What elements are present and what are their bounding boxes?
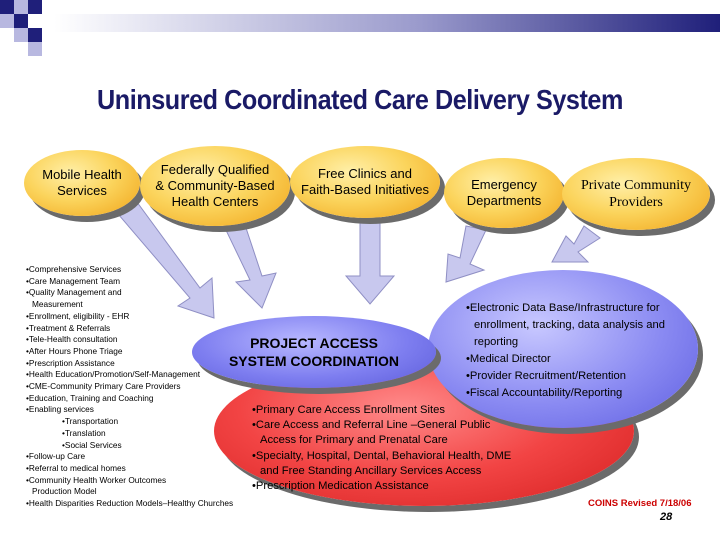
provider-label: Mobile Health [42, 166, 122, 182]
revision-note: COINS Revised 7/18/06 [588, 498, 692, 509]
arrow-emergency [445, 225, 487, 283]
deco-square [28, 0, 42, 14]
provider-emergency: Emergency Departments [444, 158, 564, 228]
access-list: •Primary Care Access Enrollment Sites •C… [252, 403, 572, 494]
list-item: •Specialty, Hospital, Dental, Behavioral… [252, 449, 512, 462]
list-item: reporting [474, 336, 519, 348]
infrastructure-oval [428, 270, 698, 428]
list-item: •Health Disparities Reduction Models–Hea… [26, 498, 234, 509]
deco-square [0, 14, 14, 28]
provider-label: Providers [609, 195, 663, 210]
list-item: •Referral to medical homes [26, 462, 126, 473]
list-item: •Enrollment, eligibility - EHR [26, 310, 130, 321]
page-title: Uninsured Coordinated Care Delivery Syst… [97, 84, 623, 115]
deco-square [14, 28, 28, 42]
provider-label: Faith-Based Initiatives [301, 182, 429, 197]
arrow-mobile-health [111, 197, 215, 319]
project-access-oval: PROJECT ACCESS SYSTEM COORDINATION [192, 316, 436, 388]
provider-free-clinics: Free Clinics and Faith-Based Initiatives [290, 146, 440, 218]
provider-label: Departments [466, 193, 542, 208]
arrow-free-clinics [344, 216, 396, 305]
list-item: •Prescription Assistance [26, 357, 115, 368]
provider-label: Emergency [471, 176, 537, 192]
list-item: •Medical Director [466, 353, 551, 365]
list-item: •Quality Management and [26, 287, 122, 298]
list-item: •Primary Care Access Enrollment Sites [252, 404, 445, 416]
deco-square [0, 0, 14, 14]
provider-label: Health Centers [171, 194, 259, 210]
list-item: •Enabling services [26, 404, 94, 415]
provider-mobile-health: Mobile Health Services [24, 150, 140, 216]
list-item: •Community Health Worker Outcomes [26, 474, 167, 485]
list-item: •After Hours Phone Triage [26, 345, 123, 356]
list-item: •Care Access and Referral Line –General … [252, 419, 491, 432]
list-item: Access for Primary and Prenatal Care [260, 434, 448, 447]
provider-private: Private Community Providers [562, 158, 710, 230]
arrow-private [551, 225, 601, 263]
provider-label: Services [57, 183, 107, 198]
list-item: •Tele-Health consultation [26, 334, 118, 345]
list-item: •Follow-up Care [26, 451, 86, 462]
list-item: •Fiscal Accountability/Reporting [466, 387, 623, 399]
provider-label: & Community-Based [155, 177, 275, 193]
list-item: •CME-Community Primary Care Providers [26, 381, 181, 392]
arrow-fqhc [223, 221, 277, 309]
list-item: •Social Services [62, 439, 122, 450]
list-item: •Translation [62, 427, 106, 438]
deco-square [14, 14, 28, 28]
list-item: •Health Education/Promotion/Self-Managem… [26, 369, 201, 380]
header-decoration [0, 0, 720, 56]
provider-fqhc: Federally Qualified & Community-Based He… [140, 146, 290, 226]
deco-square [14, 0, 28, 14]
services-list: •Comprehensive Services •Care Management… [26, 264, 236, 510]
list-item: enrollment, tracking, data analysis and [474, 319, 665, 331]
list-item: •Care Management Team [26, 275, 121, 286]
list-item: •Prescription Medication Assistance [252, 480, 429, 493]
list-item: and Free Standing Ancillary Services Acc… [260, 464, 482, 477]
list-item: Production Model [32, 486, 97, 497]
deco-square [28, 14, 42, 28]
deco-square [28, 42, 42, 56]
list-item: •Comprehensive Services [26, 264, 122, 274]
list-item: Measurement [32, 299, 83, 310]
center-label: PROJECT ACCESS [250, 334, 378, 351]
provider-label: Private Community [580, 177, 692, 193]
list-item: •Provider Recruitment/Retention [466, 370, 626, 382]
list-item: •Education, Training and Coaching [26, 392, 154, 403]
center-label: SYSTEM COORDINATION [228, 353, 400, 369]
deco-square [28, 28, 42, 42]
page-number: 28 [660, 511, 673, 523]
header-gradient-bar [54, 14, 720, 32]
list-item: •Transportation [62, 416, 119, 427]
provider-label: Federally Qualified [160, 161, 270, 177]
provider-label: Free Clinics and [318, 165, 412, 181]
list-item: •Electronic Data Base/Infrastructure for [466, 302, 660, 314]
list-item: •Treatment & Referrals [26, 322, 111, 333]
infrastructure-list: •Electronic Data Base/Infrastructure for… [466, 300, 696, 402]
